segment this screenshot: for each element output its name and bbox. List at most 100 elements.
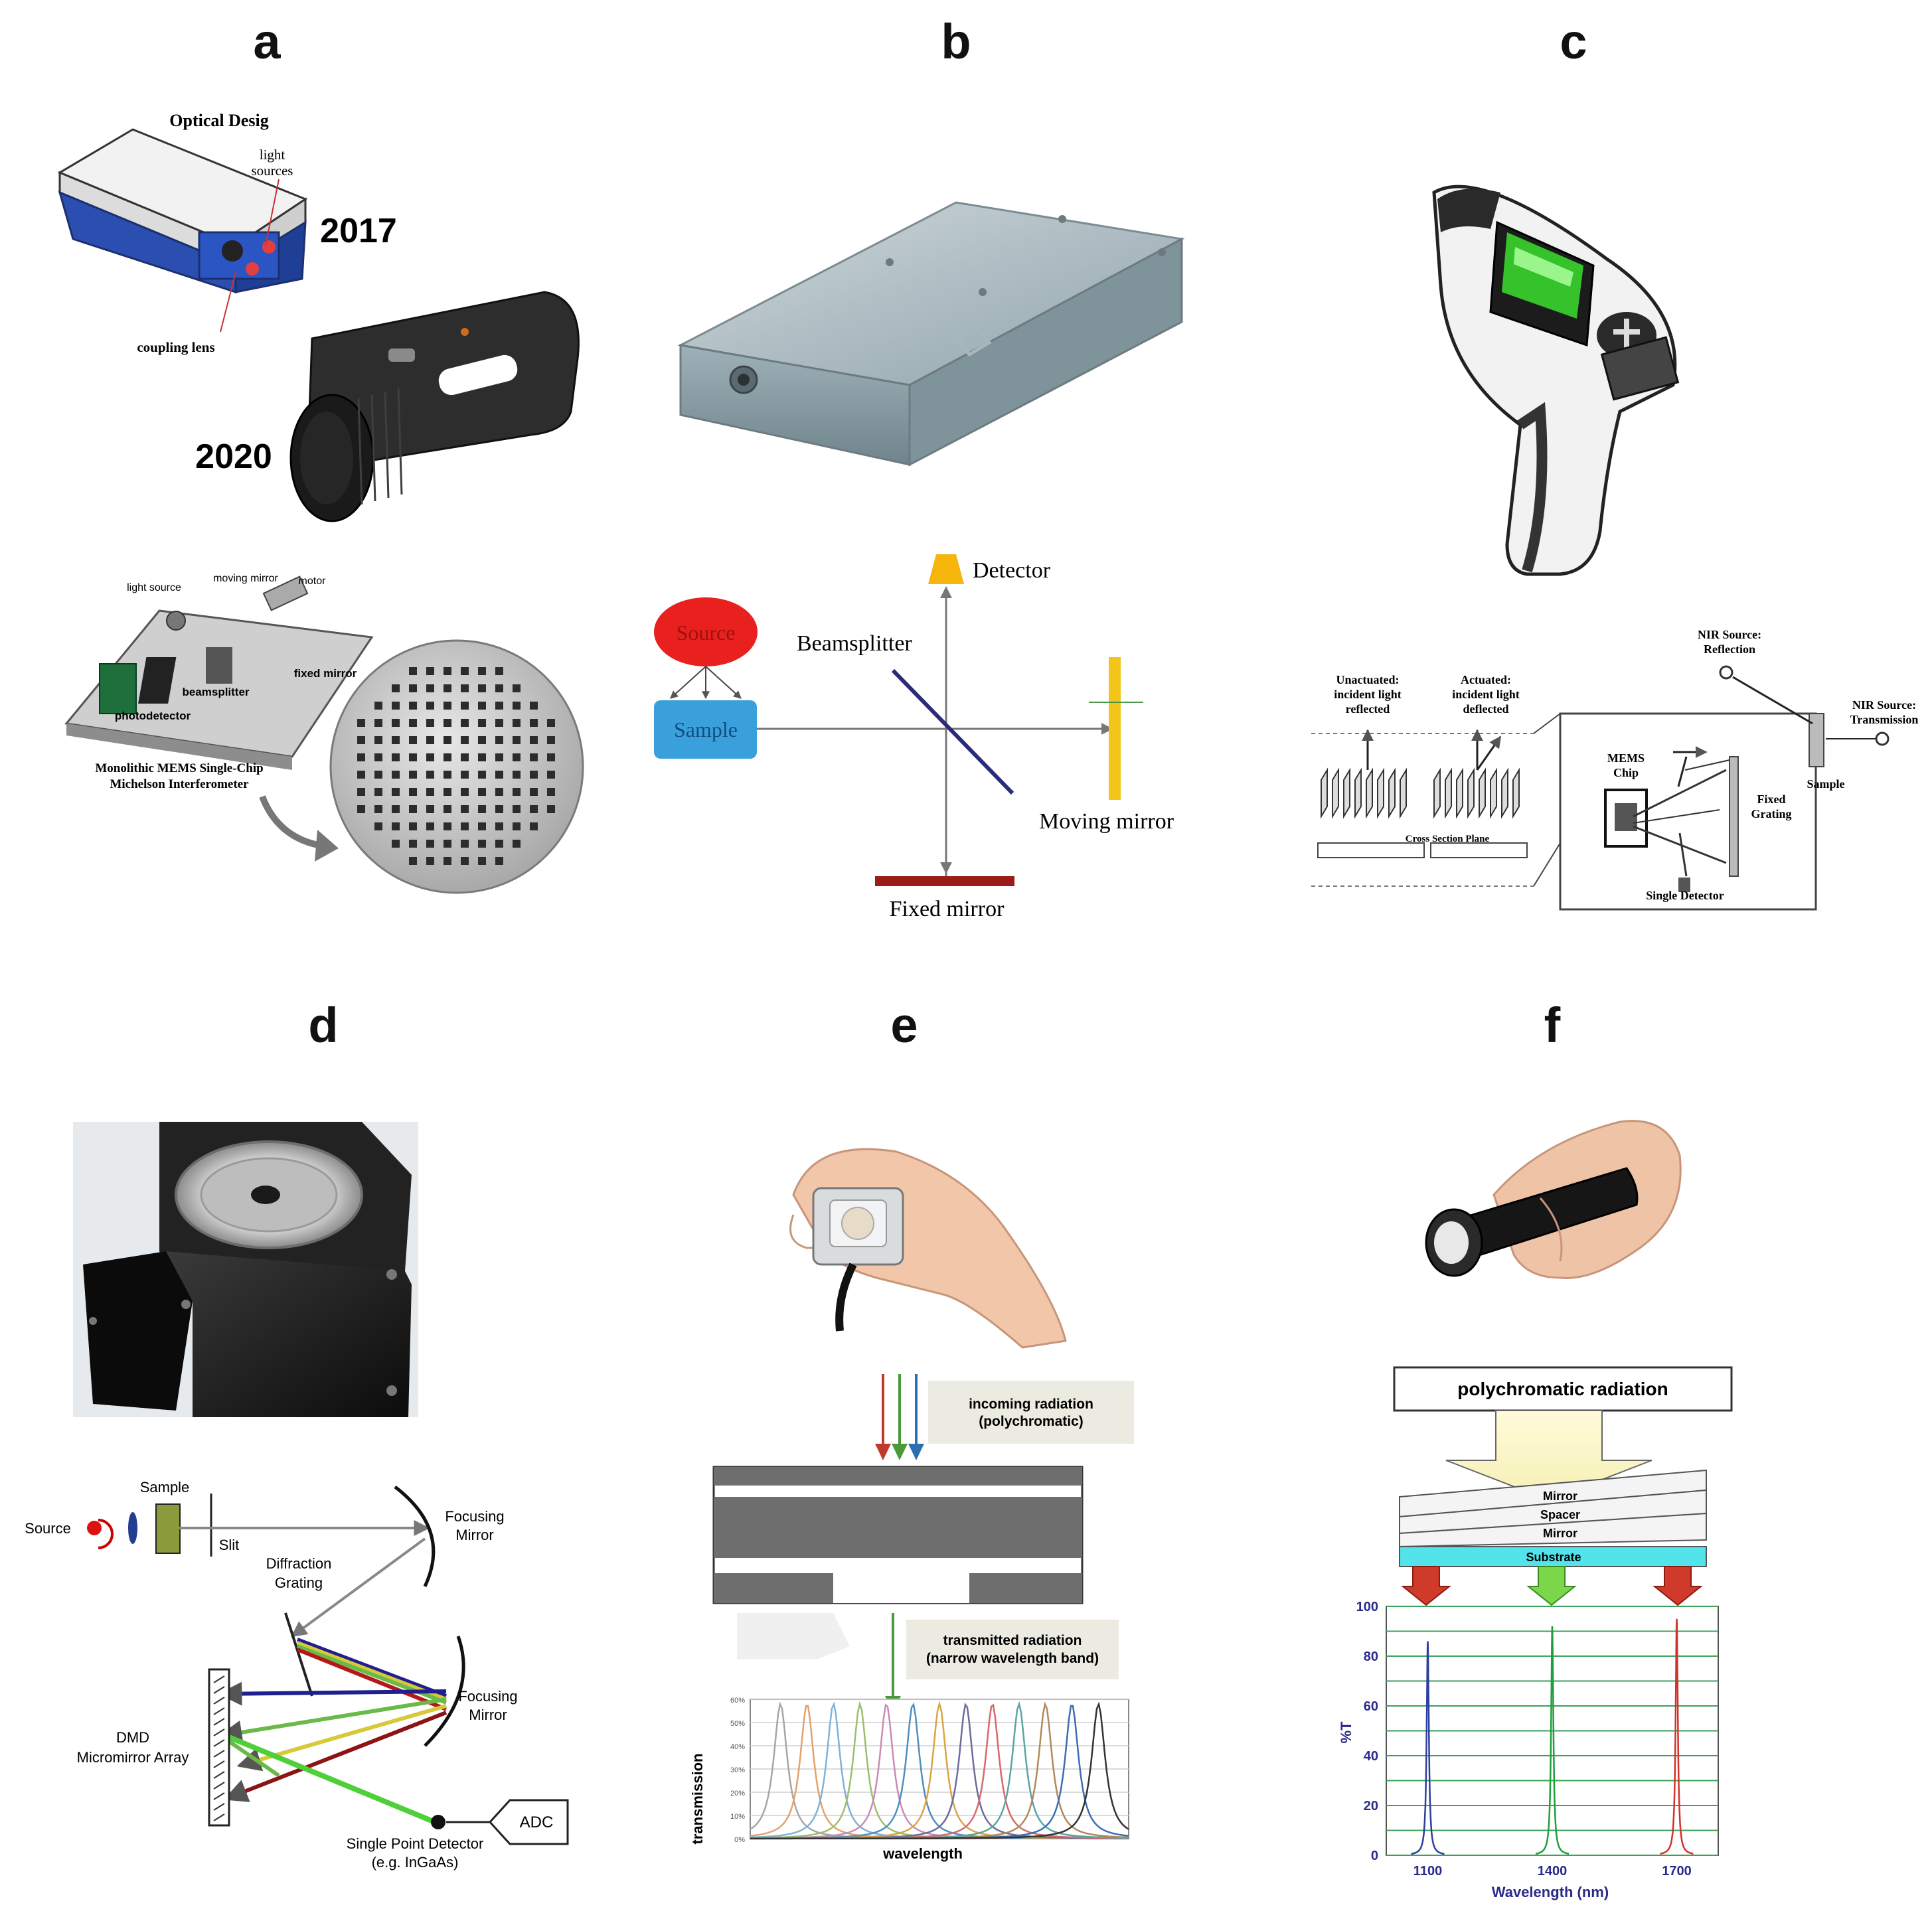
wafer-die: [357, 788, 365, 796]
mems-fin: [1332, 767, 1339, 819]
panel-label-b: b: [941, 14, 971, 69]
wafer-die: [426, 684, 434, 692]
wafer-die: [495, 702, 503, 710]
wafer-die: [513, 822, 521, 830]
chart-e-ytick-label: 10%: [730, 1813, 745, 1821]
michelson-schematic: [654, 554, 1143, 886]
chart-f-ytick-label: 40: [1364, 1749, 1378, 1764]
wafer-curved-arrow: [259, 795, 326, 850]
dmd-micromirror: [213, 1782, 225, 1790]
detector-label: Detector: [973, 558, 1051, 583]
dmd-micromirror: [213, 1792, 225, 1800]
wafer-die: [409, 840, 417, 848]
cross-section-label: Cross Section Plane: [1406, 834, 1490, 844]
wafer-die: [530, 736, 538, 744]
wafer-die: [530, 753, 538, 761]
wafer-die: [513, 753, 521, 761]
mems-fin: [1354, 767, 1362, 819]
wafer-die: [443, 736, 451, 744]
fixed-mirror-label-b: Fixed mirror: [890, 897, 1005, 921]
wafer-die: [478, 822, 486, 830]
dmd-micromirror: [213, 1718, 225, 1726]
panel-b: b Detector Source: [654, 14, 1185, 921]
wafer-die: [426, 822, 434, 830]
wafer-die: [374, 805, 382, 813]
wafer-die: [409, 753, 417, 761]
mems-fin: [1366, 767, 1373, 819]
chart-e-ylabel: transmission: [689, 1754, 706, 1845]
transmitted-radiation-label-1: transmitted radiation: [943, 1633, 1082, 1648]
wafer-die: [443, 788, 451, 796]
chart-f-ylabel: %T: [1338, 1721, 1354, 1744]
chart-f-ytick-label: 100: [1356, 1600, 1378, 1614]
fixed-mirror-label-a: fixed mirror: [294, 667, 357, 680]
moving-mirror-label-b: Moving mirror: [1039, 809, 1174, 834]
wafer-die: [426, 753, 434, 761]
wafer-die: [461, 822, 469, 830]
panel-label-e: e: [890, 998, 918, 1053]
chart-f-transmission-peak: [1535, 1626, 1570, 1855]
wafer-die: [409, 702, 417, 710]
wafer-die: [392, 736, 400, 744]
mems-chip-label-2: Chip: [1613, 766, 1639, 779]
chart-f-ytick-label: 20: [1364, 1799, 1378, 1813]
wafer-die: [461, 788, 469, 796]
mems-fin: [1343, 767, 1350, 819]
wafer-die: [409, 788, 417, 796]
wafer-die: [495, 822, 503, 830]
chart-f-transmission-peak: [1411, 1641, 1445, 1855]
light-sources-label-1: light: [260, 147, 285, 163]
sample-element: [654, 700, 757, 759]
wafer-die: [530, 702, 538, 710]
dmd-micromirror: [213, 1728, 225, 1736]
wafer-die: [513, 736, 521, 744]
sample-label-b: Sample: [674, 718, 738, 741]
focusing-mirror-1-label-a: Focusing: [445, 1508, 504, 1525]
mems-fin: [1467, 767, 1475, 819]
mems-wafer: [329, 639, 584, 894]
wafer-die: [478, 702, 486, 710]
wafer-die: [461, 736, 469, 744]
chart-e-ytick-label: 0%: [734, 1836, 745, 1844]
dmd-micromirror: [213, 1750, 225, 1758]
filter-transmission-chart: 0%10%20%30%40%50%60% transmission wavele…: [689, 1697, 1129, 1862]
chart-f-transmission-peak: [1660, 1618, 1694, 1855]
year-2017-label: 2017: [320, 212, 397, 250]
wafer-die: [478, 719, 486, 727]
wafer-die: [409, 771, 417, 779]
panel-f: f polychromatic radiation Mirror Spacer …: [1338, 998, 1733, 1900]
chart-f-xtick-label: 1700: [1662, 1864, 1692, 1879]
wafer-die: [392, 840, 400, 848]
wafer-die: [426, 702, 434, 710]
wafer-die: [547, 753, 555, 761]
wafer-die: [357, 805, 365, 813]
mems-fin: [1433, 767, 1441, 819]
filter-stack-diagram: [1393, 1366, 1733, 1606]
wafer-die: [357, 753, 365, 761]
actuated-label-2: incident light: [1452, 688, 1520, 701]
dmd-micromirror: [213, 1771, 225, 1779]
focusing-mirror-2-label-b: Mirror: [469, 1707, 507, 1723]
panel-label-a: a: [253, 14, 281, 69]
chart-f-ytick-label: 0: [1371, 1849, 1378, 1863]
wafer-die: [547, 736, 555, 744]
mems-chip-label-1: MEMS: [1607, 751, 1645, 765]
panel-label-c: c: [1560, 14, 1587, 69]
wafer-die: [443, 753, 451, 761]
wafer-die: [461, 805, 469, 813]
hand-holding-flashlight-sensor: [1425, 1120, 1682, 1279]
fixed-grating-label-1: Fixed: [1757, 793, 1786, 806]
wafer-die: [426, 840, 434, 848]
beamsplitter-element: [891, 668, 1014, 795]
transmitted-radiation-label-2: (narrow wavelength band): [926, 1651, 1099, 1666]
light-source-label: light source: [127, 582, 181, 593]
actuated-label-1: Actuated:: [1461, 673, 1511, 686]
wafer-die: [443, 857, 451, 865]
dmd-micromirror: [213, 1707, 225, 1715]
wafer-die: [513, 805, 521, 813]
wafer-die: [495, 805, 503, 813]
unactuated-label-2: incident light: [1334, 688, 1402, 701]
panel-a: a Optical Desig light sources 2017 coupl…: [57, 14, 584, 894]
